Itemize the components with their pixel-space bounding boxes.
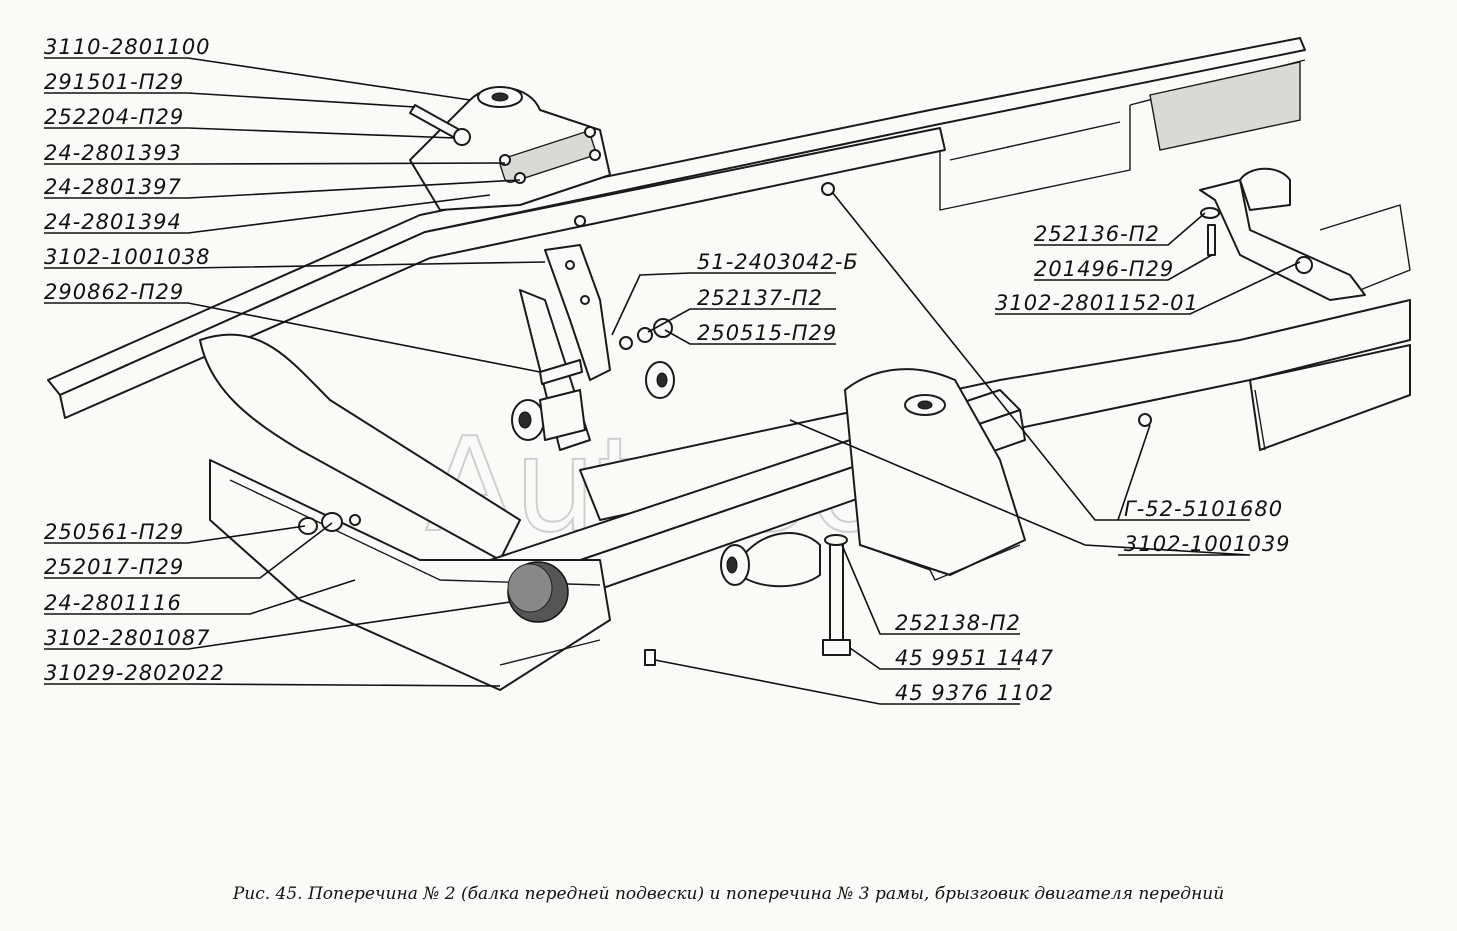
part-label: 31029-2802022 xyxy=(44,661,225,685)
frame-side-rail xyxy=(47,37,1306,419)
part-label: 252136-П2 xyxy=(1034,222,1160,246)
part-label: 24-2801397 xyxy=(44,175,182,199)
splash-shield-bracket xyxy=(1199,167,1411,301)
part-label: 3102-2801087 xyxy=(44,626,211,650)
part-label: 3102-1001038 xyxy=(44,245,211,269)
leader-lines xyxy=(44,57,1301,705)
part-label: 3102-2801152-01 xyxy=(995,291,1199,315)
part-label: 24-2801394 xyxy=(44,210,182,234)
part-label: 3102-1001039 xyxy=(1124,532,1291,556)
part-labels: 3110-2801100 291501-П29 252204-П29 24-28… xyxy=(44,35,1291,705)
part-label: Г-52-5101680 xyxy=(1124,497,1283,521)
part-label: 51-2403042-Б xyxy=(697,250,859,274)
fasteners xyxy=(298,104,1220,666)
part-label: 290862-П29 xyxy=(44,280,184,304)
engine-rubber-mounts xyxy=(511,361,821,588)
part-label: 24-2801116 xyxy=(44,591,182,615)
part-label: 252137-П2 xyxy=(697,286,823,310)
part-label: 45 9376 1102 xyxy=(895,681,1054,705)
part-label: 45 9951 1447 xyxy=(895,646,1054,670)
left-spring-support xyxy=(409,86,611,211)
figure-caption: Рис. 45. Поперечина № 2 (балка передней … xyxy=(232,884,1225,904)
part-label: 250515-П29 xyxy=(697,321,837,345)
part-label: 201496-П29 xyxy=(1034,257,1174,281)
part-label: 291501-П29 xyxy=(44,70,184,94)
part-label: 252204-П29 xyxy=(44,105,184,129)
part-label: 250561-П29 xyxy=(44,520,184,544)
part-label: 252138-П2 xyxy=(895,611,1021,635)
part-label: 252017-П29 xyxy=(44,555,184,579)
right-spring-support xyxy=(844,368,1026,581)
part-label: 3110-2801100 xyxy=(44,35,211,59)
foam-bumper xyxy=(507,561,569,623)
part-label: 24-2801393 xyxy=(44,141,182,165)
